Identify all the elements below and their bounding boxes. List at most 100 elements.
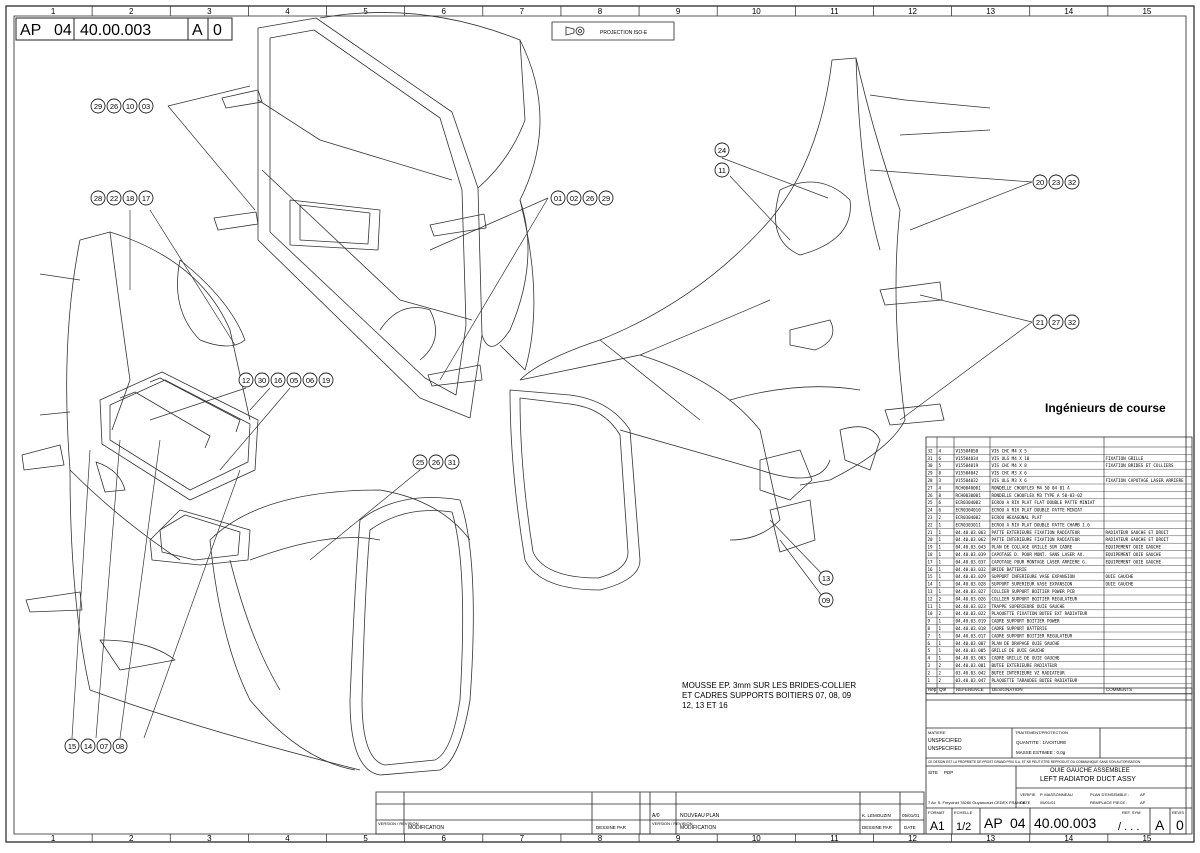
part-balloon: [106, 98, 122, 114]
part-balloon: [550, 190, 566, 206]
parts-list-cell: VIS CHC M3 X 6: [992, 471, 1028, 476]
parts-list-cell: PATTE INTERIEURE FIXATION RADIATEUR: [992, 537, 1081, 542]
part-balloon: [106, 190, 122, 206]
parts-list-cell: 3: [928, 663, 931, 668]
drawing-number: 40.00.003: [80, 22, 151, 39]
parts-list-cell: 8: [928, 626, 931, 631]
parts-list-cell: V15504019: [956, 463, 979, 468]
rev-header-drawn: DESSINE PAR: [596, 825, 627, 830]
parts-list-cell: 04.40.03.027: [956, 589, 987, 594]
grid-label-top: 8: [598, 7, 603, 16]
parts-list-cell: 27: [928, 485, 934, 490]
right-duct-view: [510, 58, 990, 590]
parts-list-cell: OUIE GAUCHE: [1106, 582, 1134, 587]
parts-list-cell: FIXATION GRILLE: [1106, 456, 1144, 461]
parts-list-cell: VIS CHC M4 X 8: [992, 463, 1028, 468]
part-balloon: [90, 98, 106, 114]
parts-list-cell: COLLIER SUPPORT BOITIER POWER PCB: [992, 589, 1076, 594]
replaces-label: REMPLACE PIECE :: [1090, 800, 1127, 805]
drawing-index: 0: [213, 22, 222, 39]
parts-list-cell: 1: [939, 626, 942, 631]
part-balloon-number: 10: [126, 102, 134, 111]
grid-label-top: 13: [986, 7, 995, 16]
part-balloon-number: 07: [100, 742, 108, 751]
parts-list-cell: EQUIPEMENT OUIE GAUCHE: [1106, 559, 1162, 564]
part-balloon: [714, 142, 730, 158]
grid-label-top: 11: [830, 7, 839, 16]
parts-list-cell: ECROU A RIV PLAT DOUBLE PATTE MINIAT: [992, 508, 1083, 513]
grid-label-top: 2: [129, 7, 134, 16]
parts-list-cell: V15504050: [956, 448, 979, 453]
part-balloon: [122, 98, 138, 114]
verified-label: VERIFIE: [1020, 792, 1036, 797]
part-balloon-number: 29: [94, 102, 102, 111]
quantity-label: QUANTITE : 1/VOITURE: [1016, 740, 1066, 745]
parts-list-cell: 1: [939, 589, 942, 594]
parts-list-cell: 4: [939, 485, 942, 490]
company-address: 7 Av. S. Freycinet 78280 Guyancourt CEDE…: [928, 800, 1026, 805]
rev-header-modification-2: MODIFICATION: [680, 825, 716, 831]
parts-list-cell: PLAQUETTE TARAUDEE BUTEE RADIATEUR: [992, 678, 1078, 683]
part-balloon: [1032, 174, 1048, 190]
part-balloon: [714, 162, 730, 178]
part-balloon: [64, 738, 80, 754]
parts-list-cell: ECR0304010: [956, 508, 982, 513]
part-balloon: [1064, 174, 1080, 190]
parts-list-cell: 12: [928, 596, 934, 601]
drawing-note-line1: MOUSSE EP. 3mm SUR LES BRIDES-COLLIER: [682, 681, 856, 690]
parts-list-header: REFERENCE: [956, 687, 984, 692]
parts-list-cell: 2: [939, 663, 942, 668]
part-balloon: [138, 98, 154, 114]
part-balloon: [302, 372, 318, 388]
part-balloon: [412, 454, 428, 470]
parts-list-cell: FIXATION BRIDES ET COLLIERS: [1106, 463, 1175, 468]
grid-label-top: 5: [363, 7, 368, 16]
parts-list-cell: 24: [928, 508, 934, 513]
grid-label-bottom: 11: [830, 834, 839, 843]
part-balloon-number: 25: [416, 458, 424, 467]
title-revision: A: [1155, 817, 1165, 833]
part-balloon: [598, 190, 614, 206]
parts-list-cell: 26: [928, 493, 934, 498]
part-balloon-number: 09: [822, 596, 830, 605]
assembly-label: PLAN D'ENSEMBLE :: [1090, 792, 1129, 797]
replaces-value: AP: [1140, 800, 1146, 805]
parts-list-cell: 16: [928, 567, 934, 572]
parts-list-cell: 13: [928, 589, 934, 594]
part-balloon: [1064, 314, 1080, 330]
parts-list-cell: SUPPORT INFERIEURE VASE EXPANSION: [992, 574, 1076, 579]
upper-duct-view: [258, 12, 540, 418]
scale-value: 1/2: [956, 821, 971, 833]
rev-header-version: VERSION / REVISION: [378, 821, 419, 826]
rev-row-rev: A/0: [652, 813, 660, 819]
parts-list-cell: CADRE GRILLE DE OUIE GAUCHE: [992, 656, 1061, 661]
grid-label-bottom: 12: [908, 834, 917, 843]
part-balloon: [1048, 174, 1064, 190]
parts-list-cell: 1: [939, 574, 942, 579]
parts-list-cell: 04.40.03.018: [956, 626, 987, 631]
parts-list-cell: 03.40.03.047: [956, 678, 987, 683]
parts-list-cell: 1: [939, 604, 942, 609]
grid-label-top: 6: [442, 7, 447, 16]
parts-list-cell: 29: [928, 471, 934, 476]
parts-list-cell: 8: [939, 493, 942, 498]
title-drawing-prefix: AP: [984, 815, 1003, 831]
grid-label-bottom: 9: [676, 834, 681, 843]
part-balloon-number: 32: [1068, 178, 1076, 187]
rev-row-text: NOUVEAU PLAN: [680, 813, 720, 819]
parts-list-cell: 1: [939, 537, 942, 542]
parts-list-cell: 6: [928, 641, 931, 646]
parts-list-cell: 4: [928, 656, 931, 661]
grid-label-bottom: 2: [129, 834, 134, 843]
grid-label-bottom: 7: [520, 834, 525, 843]
scale-label: ECHELLE: [954, 810, 973, 815]
material-value-2: UNSPECIFIED: [928, 746, 962, 752]
parts-list-cell: FIXATION CAPOTAGE LASER ARRIERE: [1106, 478, 1185, 483]
drawing-note-line3: 12, 13 ET 16: [682, 701, 728, 710]
parts-list-cell: BUTEE EXTERIEURE RADIATEUR: [992, 663, 1058, 668]
bracket-lugs: [214, 90, 486, 386]
grid-label-top: 4: [285, 7, 290, 16]
